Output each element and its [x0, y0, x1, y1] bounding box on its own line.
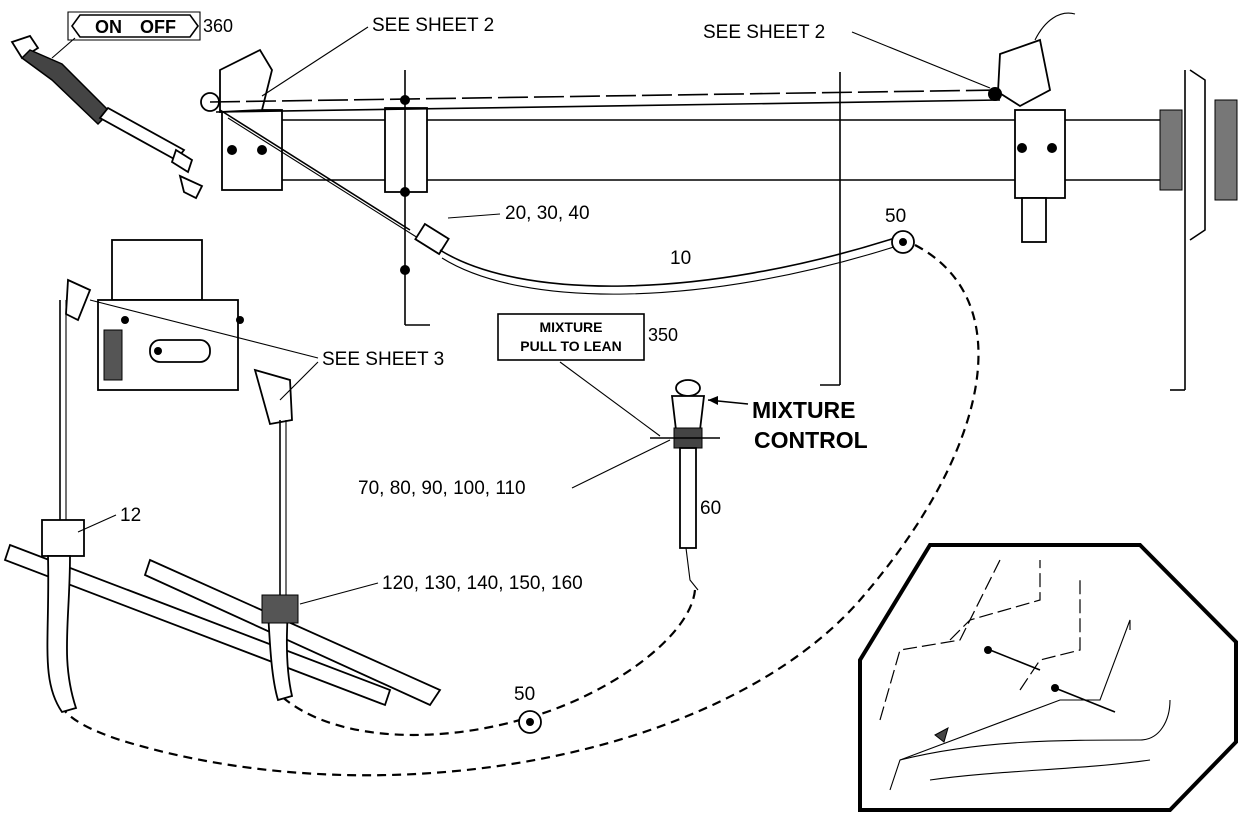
mixture-control-title-line1: MIXTURE [752, 397, 856, 423]
cable-fitting [414, 222, 450, 256]
callout-see-sheet-2-left: SEE SHEET 2 [372, 15, 494, 36]
callout-see-sheet-3: SEE SHEET 3 [322, 349, 444, 370]
bellcrank-wire [1034, 12, 1076, 41]
lower-linkage [3, 278, 442, 714]
mixture-control-knob [650, 379, 749, 591]
throttle-knob-cap [10, 34, 40, 60]
on-label: ON [95, 17, 122, 37]
lower-cross-tube [3, 543, 392, 707]
throttle-linkage [200, 12, 1076, 113]
callout-item-10: 10 [670, 248, 691, 269]
on-off-placard: ON OFF 360 [51, 11, 233, 59]
mount-legs [400, 70, 1047, 386]
tube-right-clamp [1014, 109, 1066, 199]
mixture-placard-line2: PULL TO LEAN [520, 338, 621, 354]
tube-mid-clamp [384, 107, 428, 193]
clamp-120-160 [261, 594, 299, 624]
placard-350-leader [559, 361, 661, 437]
throttle-shaft [98, 106, 186, 162]
upper-push-rod [209, 89, 1001, 103]
right-mount-leg [1021, 197, 1047, 243]
throttle-control-knob [10, 34, 204, 200]
throttle-knob-grip [20, 49, 112, 126]
mixture-control-title-line2: CONTROL [754, 427, 868, 453]
callout-item-60: 60 [700, 498, 721, 519]
cable-route-outer [59, 244, 980, 777]
engine-mount-tube [221, 69, 1238, 391]
mixture-placard: MIXTURE PULL TO LEAN 350 [497, 313, 678, 437]
callout-item-50-top: 50 [885, 206, 906, 227]
left-hose [46, 555, 78, 714]
left-bellcrank [219, 48, 273, 113]
fuel-control-unit [97, 239, 244, 391]
callout-see-sheet-2-right: SEE SHEET 2 [703, 22, 825, 43]
callout-items-20-30-40: 20, 30, 40 [505, 203, 590, 224]
placard-360-ref: 360 [203, 16, 233, 36]
firewall-flange [1189, 69, 1206, 241]
rod-end-12 [41, 519, 85, 557]
detail-inset [858, 543, 1238, 812]
inset-bracket-rod-1 [989, 649, 1041, 671]
right-bellcrank [997, 38, 1052, 108]
callouts: SEE SHEET 2 SEE SHEET 2 SEE SHEET 3 20, … [77, 15, 991, 705]
mixture-cable [219, 109, 915, 295]
on-off-placard-border [67, 11, 201, 41]
throttle-bracket [178, 174, 204, 200]
mixture-cable-body-60 [679, 447, 697, 549]
callout-items-120-160: 120, 130, 140, 150, 160 [382, 573, 583, 594]
diagonal-tube [143, 558, 442, 707]
mixture-placard-line1: MIXTURE [540, 319, 603, 335]
cable-rod-end [219, 109, 411, 231]
mixture-knob [670, 395, 706, 431]
firewall-grommet [1159, 109, 1183, 191]
off-label: OFF [140, 17, 176, 37]
inset-frame [858, 543, 1238, 812]
placard-360-leader [51, 37, 76, 59]
inset-bracket-rod-2 [1054, 687, 1116, 713]
lower-push-rod [215, 99, 1001, 113]
callout-item-12: 12 [120, 505, 141, 526]
callout-items-70-110: 70, 80, 90, 100, 110 [358, 478, 526, 499]
placard-350-ref: 350 [648, 325, 678, 345]
on-off-placard-frame [71, 14, 199, 38]
mixture-placard-frame [497, 313, 645, 361]
cable-housing-10 [439, 237, 896, 287]
callout-item-50-bottom: 50 [514, 684, 535, 705]
